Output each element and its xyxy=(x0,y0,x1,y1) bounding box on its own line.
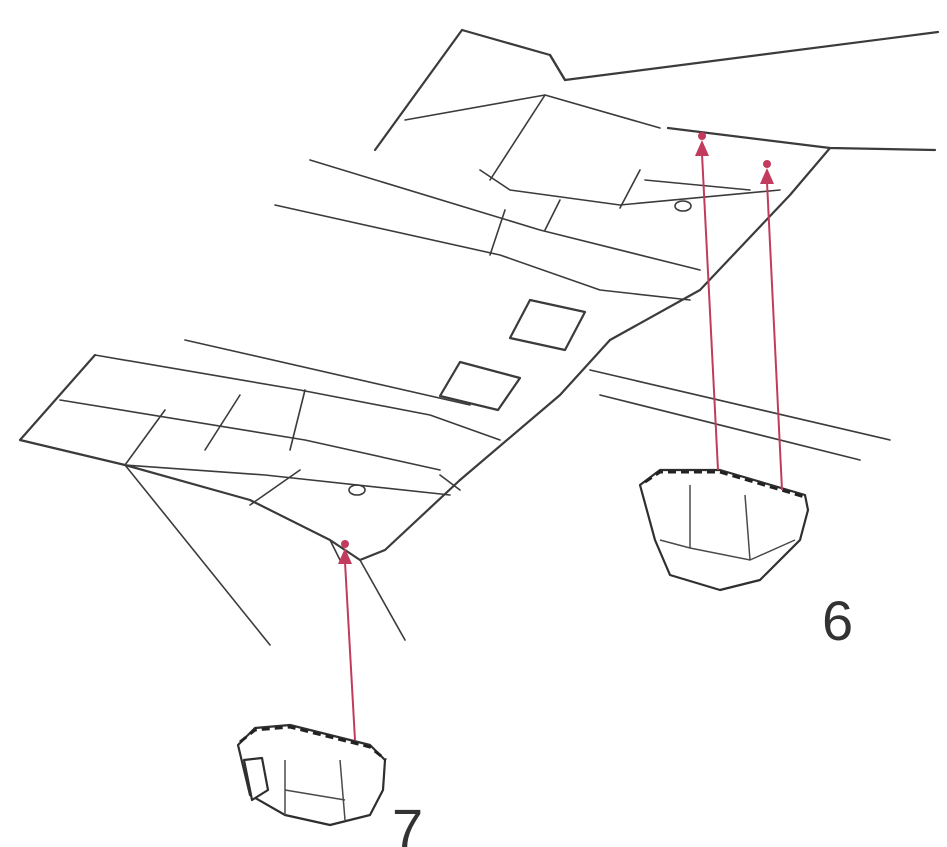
arrow-small-pod-line xyxy=(344,561,356,741)
arrow-large-pod-rear-line xyxy=(766,181,783,491)
callout-7: 7 xyxy=(392,797,423,847)
arrow-large-pod-rear-head xyxy=(760,168,774,184)
arrow-small-pod-pin xyxy=(341,540,349,548)
arrow-large-pod-front-pin xyxy=(698,132,706,140)
arrow-small-pod-head xyxy=(338,548,352,564)
callout-6: 6 xyxy=(822,589,853,652)
arrow-large-pod-front-head xyxy=(695,140,709,156)
attachment-arrows xyxy=(338,132,783,741)
arrow-large-pod-front-line xyxy=(701,153,719,471)
arrow-large-pod-rear-pin xyxy=(763,160,771,168)
large-pod xyxy=(638,468,810,592)
wing-underside-outline xyxy=(18,28,940,646)
small-pod xyxy=(236,723,387,827)
